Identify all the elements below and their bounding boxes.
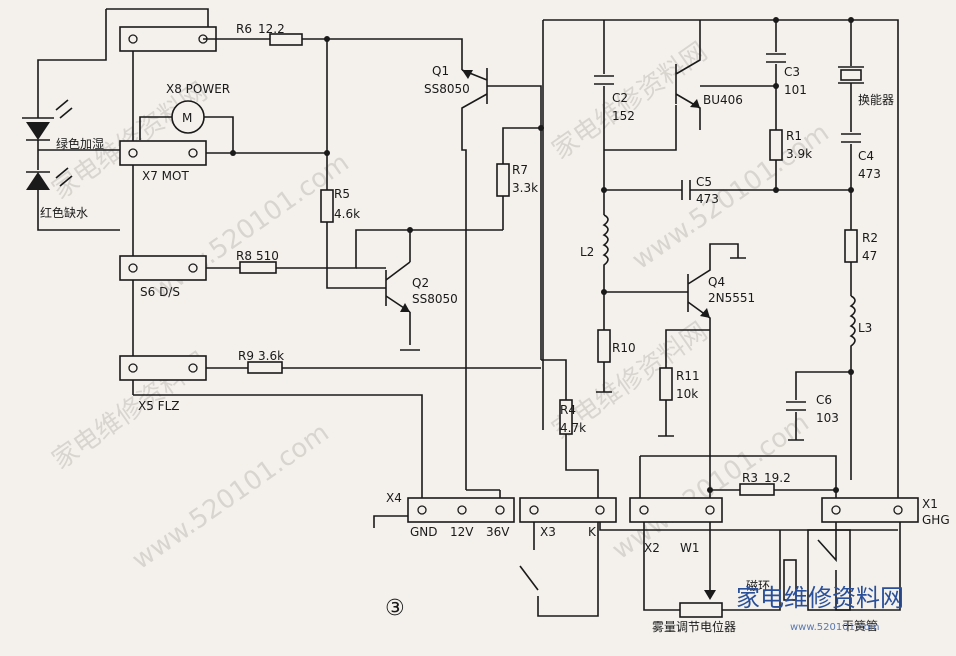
- x2-label: X2: [644, 541, 660, 555]
- x4-pin-36v: 36V: [486, 525, 510, 539]
- x4-label: X4: [386, 491, 402, 505]
- motor-letter: M: [182, 111, 192, 125]
- resistor-r3: [739, 483, 775, 496]
- led-green-label: 绿色加湿: [56, 136, 104, 151]
- r7-value: 3.3k: [512, 181, 538, 195]
- q1-ref: Q1: [432, 64, 449, 78]
- c4-ref: C4: [858, 149, 874, 163]
- x1-label: X1: [922, 497, 938, 511]
- r4-ref: R4: [560, 403, 576, 417]
- x3-label: X3: [540, 525, 556, 539]
- reed-tube-outline: [807, 529, 851, 611]
- transistor-q4: [687, 243, 746, 500]
- r10-ref: R10: [612, 341, 636, 355]
- logo-watermark-url: www.520101.com: [790, 622, 880, 633]
- w1-label: W1: [680, 541, 700, 555]
- resistor-r7: [496, 163, 510, 197]
- c5-ref: C5: [696, 175, 712, 189]
- r7-ref: R7: [512, 163, 528, 177]
- c6-value: 103: [816, 411, 839, 425]
- q2-ref: Q2: [412, 276, 429, 290]
- led-green: [22, 99, 73, 141]
- watermark-url-3: www.520101.com: [627, 118, 835, 276]
- logo-watermark-cn: 家电维修资料网: [736, 584, 904, 612]
- transistor-q2: [356, 230, 420, 351]
- magnetic-ring: [783, 559, 797, 601]
- c2-ref: C2: [612, 91, 628, 105]
- resistor-r2: [844, 229, 858, 263]
- figure-number: ③: [385, 596, 405, 621]
- c5-value: 473: [696, 192, 719, 206]
- x4-pin-gnd: GND: [410, 525, 438, 539]
- q1-part: SS8050: [424, 82, 470, 96]
- r8-ref: R8: [236, 249, 252, 263]
- transistor-q1: [461, 68, 542, 490]
- resistor-r9: [247, 361, 283, 374]
- resistor-r8: [239, 261, 277, 274]
- x4-pin-12v: 12V: [450, 525, 474, 539]
- c2-value: 152: [612, 109, 635, 123]
- switch-k: [519, 522, 599, 617]
- q2-part: SS8050: [412, 292, 458, 306]
- resistor-r5: [320, 189, 334, 223]
- r6-value: 12.2: [258, 22, 285, 36]
- r11-ref: R11: [676, 369, 700, 383]
- l3-ref: L3: [858, 321, 872, 335]
- magnetic-ring-label: 磁环: [746, 578, 770, 593]
- c3-value: 101: [784, 83, 807, 97]
- r3-ref: R3: [742, 471, 758, 485]
- resistor-r1: [769, 129, 783, 161]
- bu406-part: BU406: [703, 93, 743, 107]
- r1-ref: R1: [786, 129, 802, 143]
- inductor-l2: [602, 214, 609, 330]
- c3-ref: C3: [784, 65, 800, 79]
- watermark-url-2: www.520101.com: [127, 418, 335, 576]
- r9-value: 3.6k: [258, 349, 284, 363]
- potentiometer-label: 雾量调节电位器: [652, 619, 736, 634]
- transistor-bu406: [675, 20, 701, 130]
- r8-value: 510: [256, 249, 279, 263]
- r4-value: 4.7k: [560, 421, 586, 435]
- r9-ref: R9: [238, 349, 254, 363]
- r2-ref: R2: [862, 231, 878, 245]
- q4-ref: Q4: [708, 275, 725, 289]
- r5-ref: R5: [334, 187, 350, 201]
- r3-value: 19.2: [764, 471, 791, 485]
- led-red: [26, 140, 73, 190]
- r5-value: 4.6k: [334, 207, 360, 221]
- s6-label: S6 D/S: [140, 285, 180, 299]
- c4-value: 473: [858, 167, 881, 181]
- q4-part: 2N5551: [708, 291, 755, 305]
- transducer: [840, 69, 862, 81]
- x8-label: X8 POWER: [166, 82, 230, 96]
- r6-ref: R6: [236, 22, 252, 36]
- potentiometer[interactable]: [679, 602, 723, 618]
- x5-label: X5 FLZ: [138, 399, 179, 413]
- l2-ref: L2: [580, 245, 594, 259]
- ghg-label: GHG: [922, 513, 950, 527]
- r2-value: 47: [862, 249, 877, 263]
- inductor-l3: [849, 295, 856, 480]
- resistor-r10: [597, 329, 611, 363]
- transducer-label: 换能器: [858, 93, 894, 107]
- k-label: K: [588, 525, 597, 539]
- reed-switch: [817, 522, 901, 611]
- led-red-label: 红色缺水: [40, 205, 88, 220]
- c6-ref: C6: [816, 393, 832, 407]
- r1-value: 3.9k: [786, 147, 812, 161]
- r11-value: 10k: [676, 387, 698, 401]
- reed-tube-label: 干簧管: [842, 618, 878, 633]
- resistor-r11: [659, 367, 673, 401]
- x7-label: X7 MOT: [142, 169, 189, 183]
